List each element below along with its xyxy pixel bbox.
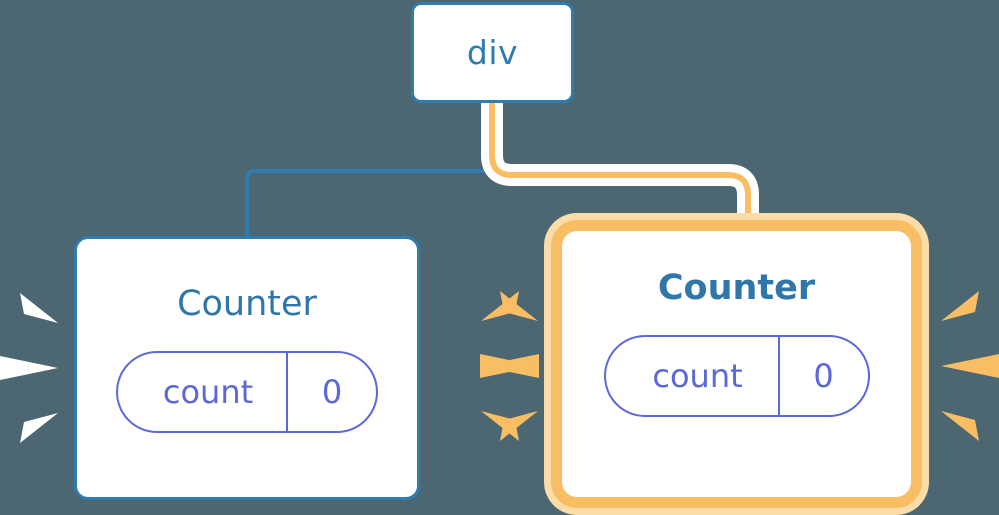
node-counter-left[interactable]: Counter count 0 [74,236,420,500]
node-counter-left-label: Counter [177,284,317,324]
edge-div-to-counter-right-halo [481,103,759,232]
spark-rays-left-outer [0,283,62,453]
node-counter-right[interactable]: Counter count 0 [551,220,922,508]
spark-ray-middle-icon [480,354,538,378]
spark-rays-center-right [480,281,542,451]
spark-rays-right-outer [937,281,999,451]
state-pill-left: count 0 [116,351,378,433]
spark-ray-upper-icon [20,293,58,323]
edge-div-to-counter-left [245,103,494,236]
spark-ray-upper-icon [941,291,979,321]
spark-ray-middle-icon [0,356,58,380]
spark-ray-middle-icon [941,354,999,378]
state-key-left: count [162,373,254,411]
spark-ray-lower-icon [20,413,58,443]
state-value-left: 0 [286,353,376,431]
state-value-right: 0 [777,337,868,415]
spark-ray-upper-icon [500,291,538,321]
node-div-label: div [466,33,519,72]
edge-div-to-counter-right [489,103,751,232]
state-pill-right: count 0 [603,335,870,417]
state-key-right: count [652,357,743,395]
spark-ray-lower-icon [941,411,979,441]
spark-ray-lower-icon [500,411,538,441]
node-div[interactable]: div [411,2,574,103]
node-counter-right-label: Counter [657,268,816,308]
